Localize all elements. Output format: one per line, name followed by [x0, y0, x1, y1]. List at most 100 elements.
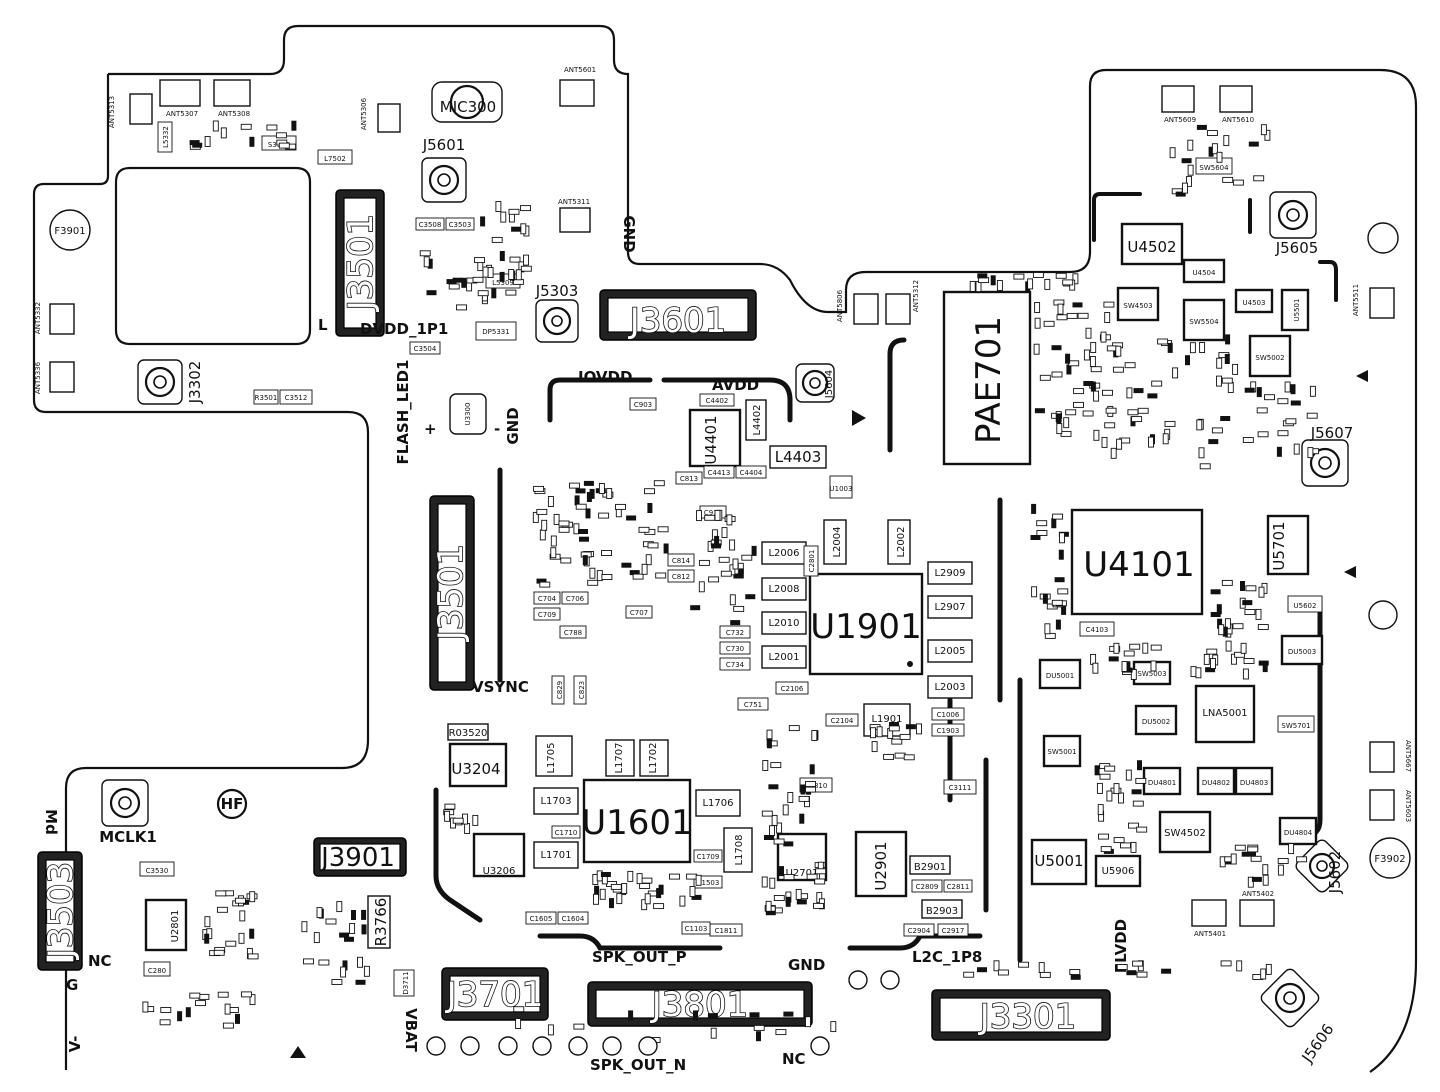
smd-passive	[1125, 769, 1132, 781]
svg-text:DU4802: DU4802	[1202, 779, 1230, 787]
smd-passive	[224, 1003, 231, 1015]
comp-du4804: DU4804	[1278, 816, 1318, 846]
smd-passive	[1136, 826, 1148, 833]
smd-passive	[1055, 619, 1061, 630]
net-nc-bottom: NC	[782, 1050, 806, 1068]
smd-passive	[601, 574, 613, 580]
net-l: L	[318, 316, 328, 334]
svg-text:L1701: L1701	[540, 850, 571, 861]
svg-text:ANT5609: ANT5609	[1164, 116, 1196, 124]
smd-passive	[714, 509, 721, 521]
bead-b2903: B2903	[921, 899, 963, 919]
smd-passive	[212, 120, 219, 132]
fiducial-f3901: F3901	[49, 209, 91, 251]
smd-passive	[1113, 642, 1120, 654]
smd-passive	[708, 576, 720, 583]
smd-passive	[515, 269, 522, 281]
svg-text:L1703: L1703	[540, 796, 571, 807]
resistor-r03520: R03520	[447, 723, 489, 741]
smd-passive	[547, 496, 554, 507]
smd-passive	[1230, 853, 1237, 865]
comp-c280: C280	[143, 961, 171, 977]
smd-passive	[448, 283, 460, 290]
smd-passive	[889, 722, 899, 727]
smd-passive	[655, 572, 667, 579]
svg-text:SW4502: SW4502	[1164, 828, 1206, 839]
smd-passive	[1136, 971, 1148, 978]
comp-sw4503: SW4503	[1116, 286, 1160, 322]
svg-text:SW5001: SW5001	[1047, 748, 1076, 756]
svg-text:B2903: B2903	[926, 906, 958, 917]
smd-passive	[1133, 388, 1144, 394]
smd-passive	[1150, 660, 1157, 672]
smd-passive	[1126, 970, 1137, 976]
smd-passive	[593, 893, 599, 905]
svg-text:ANT5336: ANT5336	[34, 361, 42, 394]
smd-passive	[806, 873, 818, 880]
smd-passive	[830, 1021, 837, 1033]
comp-c1903: C1903	[931, 723, 965, 737]
smd-passive	[1220, 960, 1232, 967]
chip-u1601-label: U1601	[581, 803, 692, 843]
inductor-l2907: L2907	[927, 595, 973, 619]
rf-port-mclk1-label: MCLK1	[99, 828, 157, 846]
smd-passive	[423, 256, 430, 268]
smd-passive	[1175, 191, 1186, 197]
smd-passive	[1039, 374, 1051, 381]
smd-passive	[539, 581, 551, 588]
svg-text:ANT5313: ANT5313	[108, 96, 116, 128]
smd-passive	[1187, 164, 1194, 176]
smd-passive	[710, 1027, 717, 1039]
svg-text:C4103: C4103	[1086, 626, 1109, 634]
test-point	[498, 1036, 518, 1056]
smd-passive	[505, 289, 517, 296]
smd-passive	[1102, 389, 1113, 396]
svg-text:U5906: U5906	[1102, 866, 1135, 877]
svg-text:L1705: L1705	[546, 742, 557, 773]
smd-passive	[1132, 800, 1144, 807]
svg-text:C3508: C3508	[419, 221, 442, 229]
smd-passive	[1032, 272, 1044, 278]
fiducial-f3901-label: F3901	[54, 226, 85, 237]
antenna-ant5306: ANT5306	[360, 97, 401, 133]
smd-passive	[1257, 624, 1269, 630]
smd-passive	[204, 136, 211, 147]
svg-text:C2917: C2917	[942, 927, 965, 935]
chip-lna5001: LNA5001	[1194, 684, 1256, 744]
smd-passive	[598, 483, 605, 494]
smd-passive	[313, 932, 320, 944]
smd-passive	[1157, 338, 1169, 345]
comp-sw5504: SW5504	[1182, 298, 1226, 342]
fiducial-f3902-label: F3902	[1374, 854, 1405, 865]
smd-passive	[1185, 355, 1190, 366]
rf-port-j3302-label: J3302	[186, 361, 204, 405]
rf-port-mclk1: MCLK1	[99, 779, 157, 846]
comp-u3300: U3300	[449, 393, 487, 435]
smd-passive	[610, 883, 622, 890]
smd-passive	[508, 208, 520, 215]
svg-text:C1709: C1709	[697, 853, 720, 861]
svg-text:C4413: C4413	[708, 469, 731, 477]
svg-text:C280: C280	[148, 967, 166, 975]
svg-text:ANT5511: ANT5511	[1352, 284, 1360, 316]
smd-passive	[788, 725, 800, 732]
smd-passive	[523, 254, 529, 266]
smd-passive	[657, 526, 669, 533]
smd-passive	[189, 140, 200, 146]
smd-passive	[1072, 273, 1079, 285]
smd-passive	[303, 958, 314, 965]
bead-b2901: B2901	[909, 855, 951, 875]
trace-bottom-left	[433, 787, 483, 923]
svg-text:U3300: U3300	[464, 403, 472, 426]
smd-passive	[536, 508, 548, 515]
smd-passive	[1090, 381, 1096, 392]
smd-passive	[575, 488, 586, 494]
smd-passive	[1051, 371, 1063, 378]
smd-passive	[1223, 135, 1230, 147]
svg-text:R3501: R3501	[255, 394, 278, 402]
smd-passive	[876, 726, 883, 738]
smd-passive	[609, 898, 614, 909]
svg-text:ANT5667: ANT5667	[1404, 740, 1412, 772]
mount-hole-right	[1368, 600, 1398, 630]
svg-text:U5501: U5501	[1293, 299, 1301, 322]
